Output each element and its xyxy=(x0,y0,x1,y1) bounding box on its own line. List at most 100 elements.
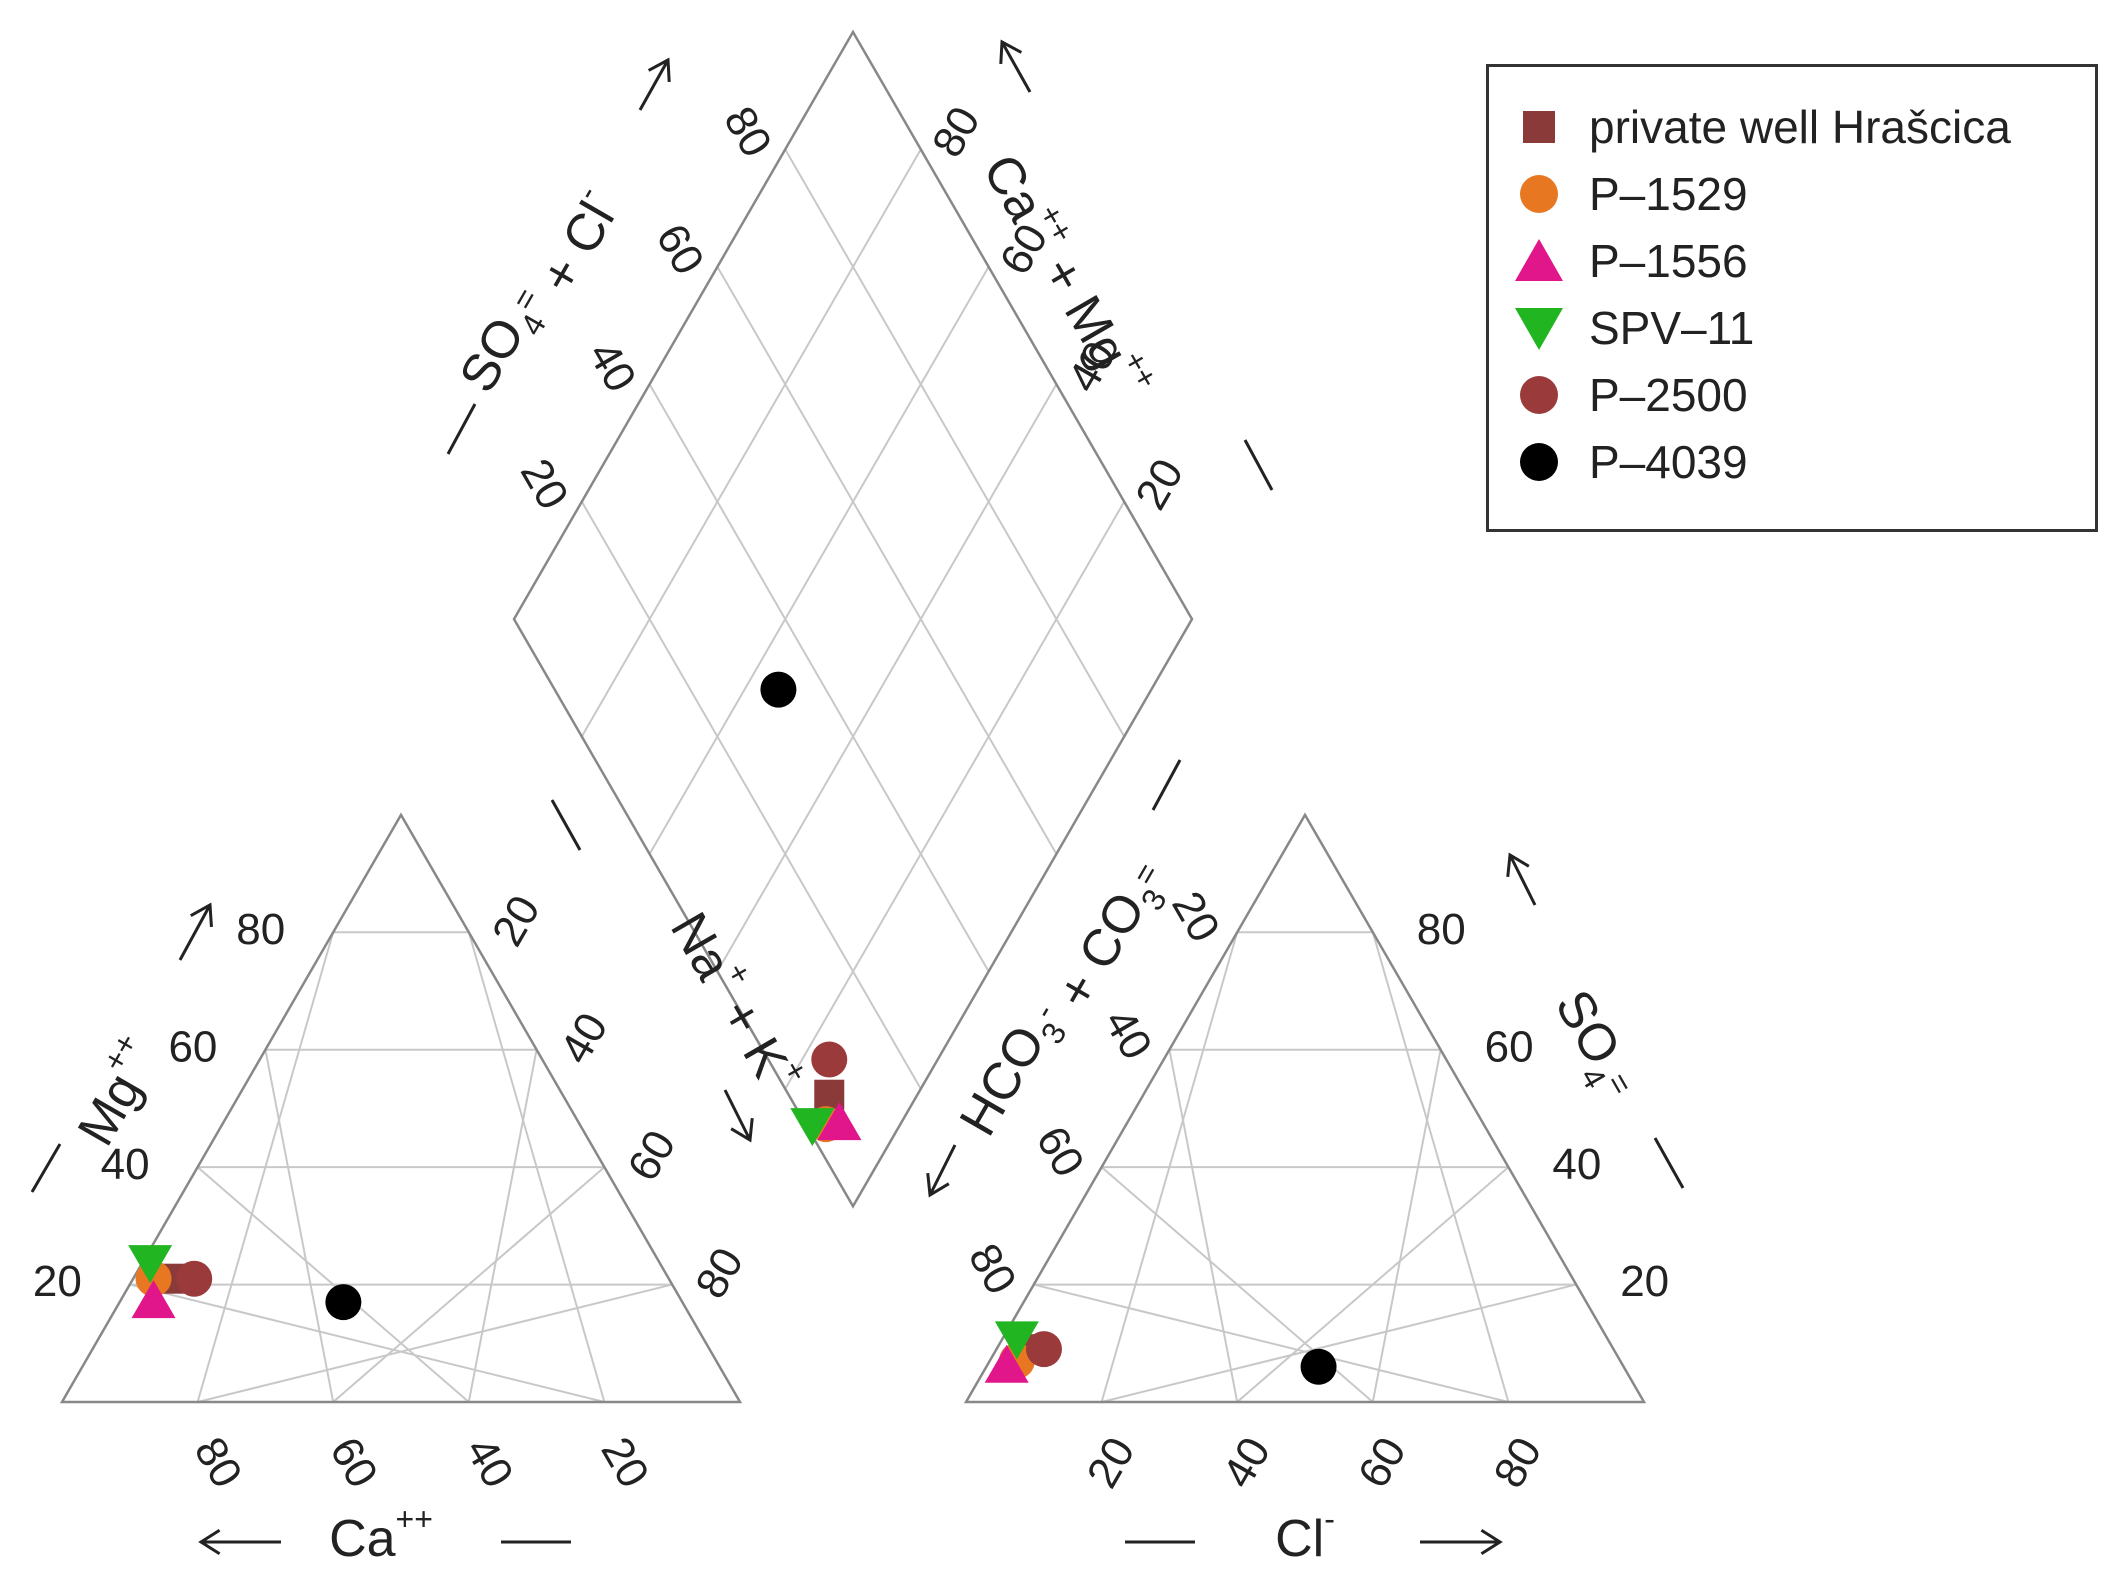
tick-label: 80 xyxy=(185,1429,252,1496)
legend-item: P–1529 xyxy=(1489,164,1748,224)
dash-nak xyxy=(550,799,582,851)
diagram-frames xyxy=(59,29,1647,1404)
tick-label: 20 xyxy=(33,1257,82,1306)
data-point xyxy=(994,1321,1039,1360)
tick-label: 20 xyxy=(591,1429,658,1496)
anion-triangle-grid-r xyxy=(1371,931,1510,1403)
data-point xyxy=(1300,1348,1337,1385)
tick-label: 60 xyxy=(320,1429,387,1496)
data-points xyxy=(128,671,1337,1385)
arrow-nak xyxy=(723,1089,752,1141)
cation-triangle-grid-r xyxy=(467,931,606,1403)
axis-label-text: SO xyxy=(1544,980,1632,1074)
legend-marker xyxy=(1520,376,1558,414)
tick-label: 60 xyxy=(646,216,713,283)
legend-marker xyxy=(1515,239,1563,281)
arrow-ca xyxy=(198,1528,221,1556)
tick-label: 60 xyxy=(168,1022,217,1071)
axis-label-nak: Na+ + K+ xyxy=(659,899,815,1103)
legend-label: P–2500 xyxy=(1589,369,1748,421)
tick-label: 80 xyxy=(959,1236,1026,1303)
tick-label: 40 xyxy=(579,333,646,400)
data-point xyxy=(131,1280,176,1319)
axis-label-superscript: ++ xyxy=(396,1501,433,1537)
grid-lines xyxy=(129,148,1577,1403)
arrow-ca-mg xyxy=(999,39,1023,65)
tick-label: 80 xyxy=(1484,1429,1551,1496)
cation-triangle-frame xyxy=(59,812,743,1404)
diamond-frame xyxy=(512,29,1194,1209)
tick-label: 20 xyxy=(511,451,578,518)
anion-triangle-grid-r xyxy=(1371,1049,1442,1403)
diamond-grid-a xyxy=(580,148,922,738)
anion-triangle-grid-r xyxy=(1101,1283,1577,1403)
legend-label: private well Hrašcica xyxy=(1589,101,2011,153)
legend-label: P–4039 xyxy=(1589,436,1748,488)
anion-triangle-grid-r xyxy=(1236,1166,1510,1403)
tick-label: 60 xyxy=(1485,1022,1534,1071)
data-point xyxy=(176,1260,213,1297)
cation-triangle-grid-r xyxy=(467,1049,538,1403)
axis-label-text: Ca xyxy=(329,1510,396,1568)
dash-ca-mg xyxy=(1243,439,1274,491)
dash-so4-cl xyxy=(446,403,477,455)
arrow-hco3 xyxy=(926,1172,950,1198)
axis-label-superscript: - xyxy=(1324,1501,1335,1537)
cation-triangle-grid-l xyxy=(196,1166,470,1403)
data-point xyxy=(760,671,797,708)
legend-label: P–1529 xyxy=(1589,168,1748,220)
arrow-cl xyxy=(1480,1528,1503,1556)
arrow-so4 xyxy=(1506,852,1530,878)
tick-label: 40 xyxy=(101,1140,150,1189)
data-point xyxy=(811,1041,848,1078)
diamond-grid-b xyxy=(648,383,990,972)
axis-label-ca: Ca++ xyxy=(329,1501,433,1567)
data-point xyxy=(790,1108,835,1147)
tick-label: 80 xyxy=(1417,905,1466,954)
legend-marker xyxy=(1520,443,1558,481)
legend-marker xyxy=(1515,308,1563,350)
axis-label-mg: Mg++ xyxy=(59,1027,171,1155)
data-point xyxy=(325,1284,362,1321)
tick-label: 40 xyxy=(1213,1429,1280,1496)
tick-label: 40 xyxy=(1552,1140,1601,1189)
tick-label: 20 xyxy=(483,887,550,954)
anion-triangle-grid-l xyxy=(1168,1049,1239,1403)
diamond-grid-b xyxy=(784,148,1126,738)
cation-triangle-grid-l xyxy=(129,1283,605,1403)
tick-label: 20 xyxy=(1620,1257,1669,1306)
axis-label-text: Cl xyxy=(1275,1510,1324,1568)
arrow-nak xyxy=(730,1117,754,1143)
data-point xyxy=(1025,1331,1062,1368)
tick-label: 80 xyxy=(923,98,990,165)
dash-mg xyxy=(30,1143,62,1193)
axis-label-so4: SO4= xyxy=(1535,980,1649,1111)
arrow-hco3 xyxy=(928,1144,957,1196)
axis-label-cl: Cl- xyxy=(1275,1501,1335,1567)
legend-label: SPV–11 xyxy=(1589,302,1755,354)
tick-label: 20 xyxy=(1126,451,1193,518)
tick-label: 80 xyxy=(236,905,285,954)
legend-item: P–1556 xyxy=(1489,231,1748,291)
tick-label: 40 xyxy=(551,1005,618,1072)
tick-label: 60 xyxy=(618,1122,685,1189)
legend-label: P–1556 xyxy=(1589,235,1748,287)
diamond-grid-a xyxy=(648,266,990,855)
legend-marker xyxy=(1520,175,1558,213)
tick-label: 60 xyxy=(1027,1118,1094,1185)
cation-triangle-grid-r xyxy=(332,1166,606,1403)
arrow-so4 xyxy=(1508,854,1537,906)
tick-label: 20 xyxy=(1162,883,1229,950)
arrow-so4-cl xyxy=(647,57,671,83)
legend-item: private well Hrašcica xyxy=(1489,97,2011,157)
legend-item: SPV–11 xyxy=(1489,298,1754,358)
diamond-grid-a xyxy=(716,383,1058,972)
arrow-mg xyxy=(190,902,213,928)
data-point xyxy=(817,1102,862,1141)
legend-item: P–4039 xyxy=(1489,432,1748,492)
tick-label: 60 xyxy=(1349,1429,1416,1496)
legend-item: P–2500 xyxy=(1489,365,1748,425)
arrow-mg xyxy=(178,904,212,961)
